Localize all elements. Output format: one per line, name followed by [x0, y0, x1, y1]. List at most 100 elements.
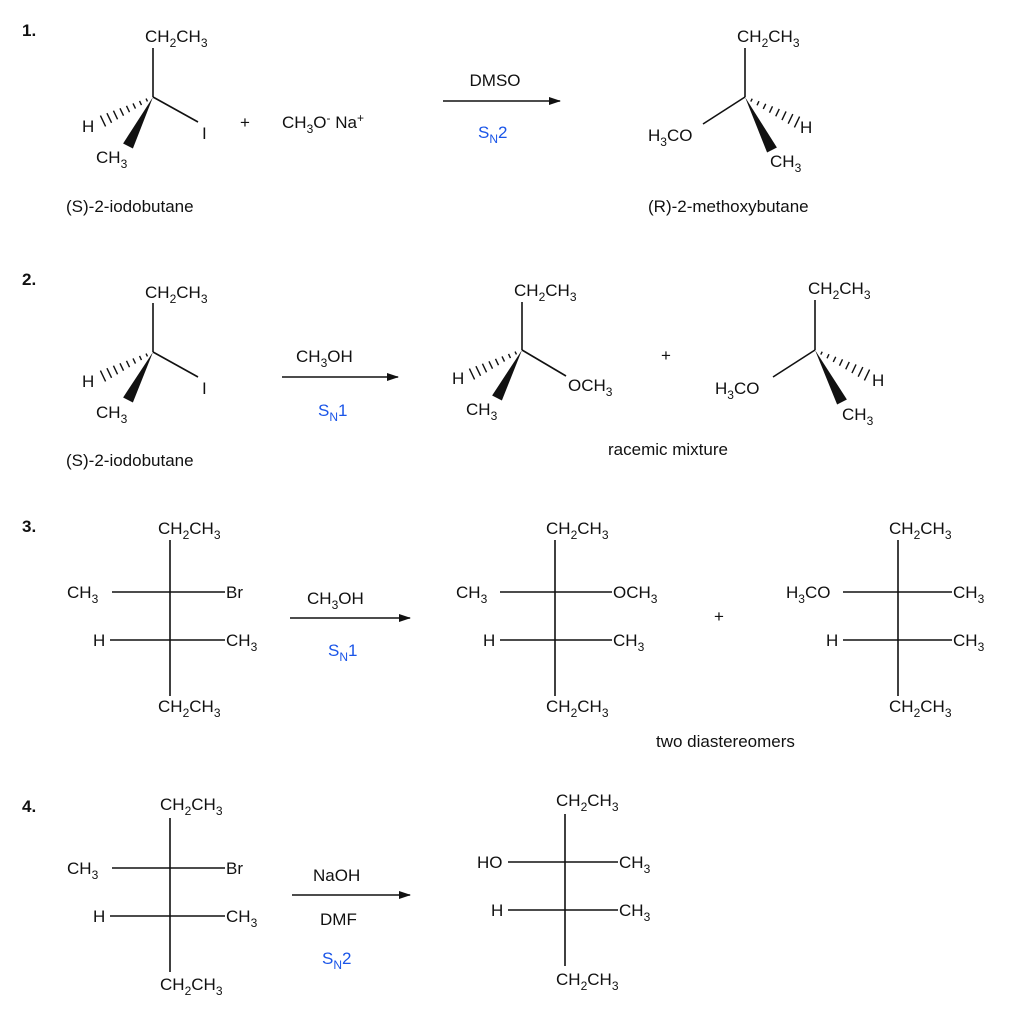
substituent-label: Br: [226, 583, 243, 602]
product-molecule: CH2CH3 H3CO H CH3: [648, 27, 812, 175]
hash-segment: [145, 353, 149, 357]
hash-segment: [106, 367, 113, 379]
reaction-2: 2. CH2CH3 I H CH3 (S)-2-iodobutane CH3OH…: [22, 270, 884, 470]
hash-segment: [132, 103, 137, 109]
mechanism-label: SN1: [318, 401, 347, 424]
substituent-label: CH2CH3: [737, 27, 800, 50]
substituent-label: CH2CH3: [160, 975, 223, 998]
substituent-label: H: [82, 117, 94, 136]
substituent-label: H: [872, 371, 884, 390]
compound-name: (R)-2-methoxybutane: [648, 197, 809, 216]
hash-segment: [762, 103, 767, 110]
substituent-label: CH2CH3: [145, 27, 208, 50]
substituent-label: CH2CH3: [556, 791, 619, 814]
substituent-label: H: [483, 631, 495, 650]
hash-segment: [119, 107, 125, 117]
hash-segment: [125, 105, 131, 113]
substituent-label: HO: [477, 853, 503, 872]
hash-segment: [750, 98, 753, 102]
plus-sign: +: [661, 346, 671, 365]
reagent-label: NaOH: [313, 866, 360, 885]
product-a-molecule: CH2CH3 OCH3 H CH3: [452, 281, 613, 423]
reaction-4: 4. CH2CH3 CH3 Br H CH3 CH2CH3 NaOH DMF S…: [22, 791, 651, 998]
product-a-fischer-projection: CH2CH3 CH3 OCH3 H CH3 CH2CH3: [456, 519, 658, 720]
substituent-label: CH2CH3: [158, 697, 221, 720]
plus-sign: +: [240, 113, 250, 132]
substituent-label: CH3: [456, 583, 488, 606]
hash-segment: [494, 358, 500, 366]
substituent-label: OCH3: [613, 583, 658, 606]
hash-segment: [851, 364, 857, 374]
hash-segment: [793, 116, 801, 128]
reaction-1: 1. CH2CH3 I H CH3 (S)-2-iodobutane + CH3…: [22, 21, 812, 216]
reactant-fischer-projection: CH2CH3 CH3 Br H CH3 CH2CH3: [67, 519, 258, 720]
hash-segment: [132, 358, 137, 364]
bond: [702, 96, 746, 125]
hashed-bond: [468, 351, 518, 380]
hash-segment: [514, 351, 518, 355]
reaction-number: 3.: [22, 517, 36, 536]
hash-segment: [106, 112, 113, 124]
hash-segment: [768, 106, 774, 113]
hash-segment: [507, 353, 512, 359]
wedge-bond: [745, 97, 777, 153]
substituent-label: CH3: [226, 631, 258, 654]
substituent-label: CH3: [466, 400, 498, 423]
hash-segment: [481, 363, 488, 373]
hash-segment: [756, 100, 760, 106]
bond: [152, 351, 199, 378]
substituent-label: CH3: [619, 901, 651, 924]
substituent-label: CH3: [953, 631, 985, 654]
solvent-label: DMSO: [470, 71, 521, 90]
substituent-label: CH2CH3: [158, 519, 221, 542]
bond: [521, 349, 567, 377]
substituent-label: CH2CH3: [546, 519, 609, 542]
hashed-bond: [99, 98, 149, 127]
hash-segment: [857, 366, 864, 378]
reactant-fischer-projection: CH2CH3 CH3 Br H CH3 CH2CH3: [67, 795, 258, 998]
hash-segment: [781, 111, 787, 121]
hash-segment: [501, 356, 506, 362]
substituent-label: CH3: [770, 152, 802, 175]
substituent-label: H3CO: [648, 126, 692, 149]
bond: [772, 349, 816, 378]
mechanism-label: SN2: [478, 123, 507, 146]
reagent-label: CH3O- Na+: [282, 111, 364, 136]
hashed-bond: [750, 98, 801, 128]
product-b-molecule: CH2CH3 H3CO H CH3: [715, 279, 884, 428]
hash-segment: [99, 370, 107, 382]
hash-segment: [775, 108, 780, 117]
hash-segment: [475, 365, 482, 377]
hash-segment: [112, 110, 119, 120]
mechanism-label: SN1: [328, 641, 357, 664]
reactant-molecule: CH2CH3 I H CH3: [82, 283, 208, 426]
hashed-bond: [99, 353, 149, 382]
substituent-label: I: [202, 379, 207, 398]
hash-segment: [125, 360, 131, 368]
hash-segment: [138, 100, 143, 106]
reaction-number: 1.: [22, 21, 36, 40]
hash-segment: [838, 359, 844, 366]
reaction-number: 2.: [22, 270, 36, 289]
substituent-label: H3CO: [786, 583, 830, 606]
hash-segment: [138, 355, 143, 361]
hash-segment: [863, 369, 871, 381]
mechanism-label: SN2: [322, 949, 351, 972]
substituent-label: CH2CH3: [160, 795, 223, 818]
substituent-label: CH3: [842, 405, 874, 428]
substituent-label: H3CO: [715, 379, 759, 402]
hashed-bond: [820, 351, 871, 381]
substituent-label: CH3: [613, 631, 645, 654]
substituent-label: H: [826, 631, 838, 650]
hash-segment: [99, 115, 107, 127]
hash-segment: [119, 362, 125, 372]
hash-segment: [845, 361, 850, 370]
substituent-label: CH2CH3: [808, 279, 871, 302]
reaction-number: 4.: [22, 797, 36, 816]
substituent-label: H: [93, 907, 105, 926]
reactant-molecule: CH2CH3 I H CH3: [82, 27, 208, 171]
bond: [152, 96, 199, 123]
reaction-3: 3. CH2CH3 CH3 Br H CH3 CH2CH3 CH3OH SN1 …: [22, 517, 985, 751]
product-note: two diastereomers: [656, 732, 795, 751]
